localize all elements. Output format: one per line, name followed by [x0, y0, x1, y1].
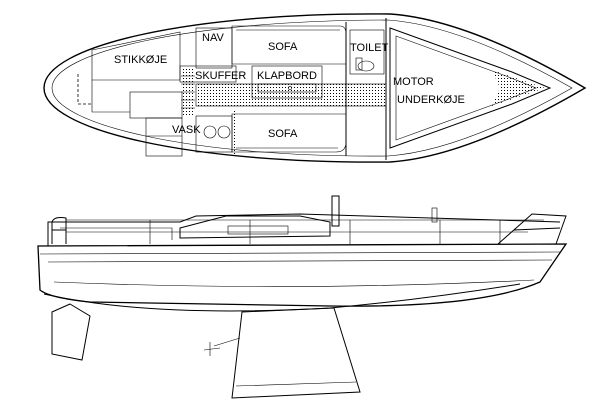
hull-underbody — [43, 283, 521, 312]
sink-bowl-2 — [217, 125, 231, 139]
hull-profile — [37, 243, 568, 307]
prop-shaft — [213, 337, 241, 347]
klapbord-leaf — [257, 83, 317, 93]
galley-post — [232, 110, 236, 154]
forestay-fitting — [431, 207, 438, 223]
saloon-floor — [196, 84, 386, 106]
label-nav: NAV — [202, 32, 224, 44]
stern-bench — [91, 80, 130, 113]
drawer-lines — [181, 75, 195, 109]
cockpit-coaming — [60, 227, 173, 240]
sink-unit — [195, 115, 233, 153]
label-stikkoje: STIKKØJE — [114, 54, 167, 66]
toilet-bowl — [357, 60, 375, 72]
v-berth-outer — [389, 27, 552, 149]
bow-pulpit — [497, 213, 567, 245]
label-motor: MOTOR — [393, 76, 434, 88]
drawers-block — [179, 65, 237, 83]
keel-bulb-line — [235, 381, 357, 387]
galley-block — [129, 91, 183, 119]
toilet-tank — [355, 57, 363, 71]
stern-berth — [77, 74, 92, 105]
label-toilet: TOILET — [350, 42, 389, 54]
label-skuffer: SKUFFER — [195, 70, 246, 82]
klapbord-frame — [251, 65, 323, 99]
label-sofa-bottom: SOFA — [268, 128, 298, 140]
stern-pulpit — [51, 217, 67, 244]
label-klapbord: KLAPBORD — [257, 70, 317, 82]
toilet-compartment — [349, 29, 385, 75]
plan-view: STIKKØJE NAV SOFA TOILET SKUFFER KLAPBOR… — [43, 13, 587, 163]
fore-floor — [350, 84, 384, 106]
propeller — [203, 342, 221, 356]
sheer-stripe-2 — [47, 259, 553, 263]
cabin-window — [227, 225, 289, 235]
stanchions — [149, 220, 501, 244]
hull-plan-inner — [51, 19, 573, 157]
profile-view — [37, 195, 568, 399]
mast-stub — [331, 195, 340, 227]
sink-bowl-1 — [203, 125, 217, 139]
coachroof — [179, 215, 331, 239]
galley-lower — [145, 117, 183, 157]
keel — [231, 307, 361, 399]
label-underkoje: UNDERKØJE — [397, 94, 465, 106]
sheer-stripe-1 — [39, 251, 561, 255]
label-vask: VASK — [172, 124, 201, 136]
klapbord-pin — [288, 86, 292, 90]
deck-line — [47, 213, 561, 246]
boot-top — [53, 279, 535, 287]
v-berth-hatch — [492, 70, 545, 106]
label-sofa-top: SOFA — [268, 41, 298, 53]
rudder — [51, 303, 91, 361]
